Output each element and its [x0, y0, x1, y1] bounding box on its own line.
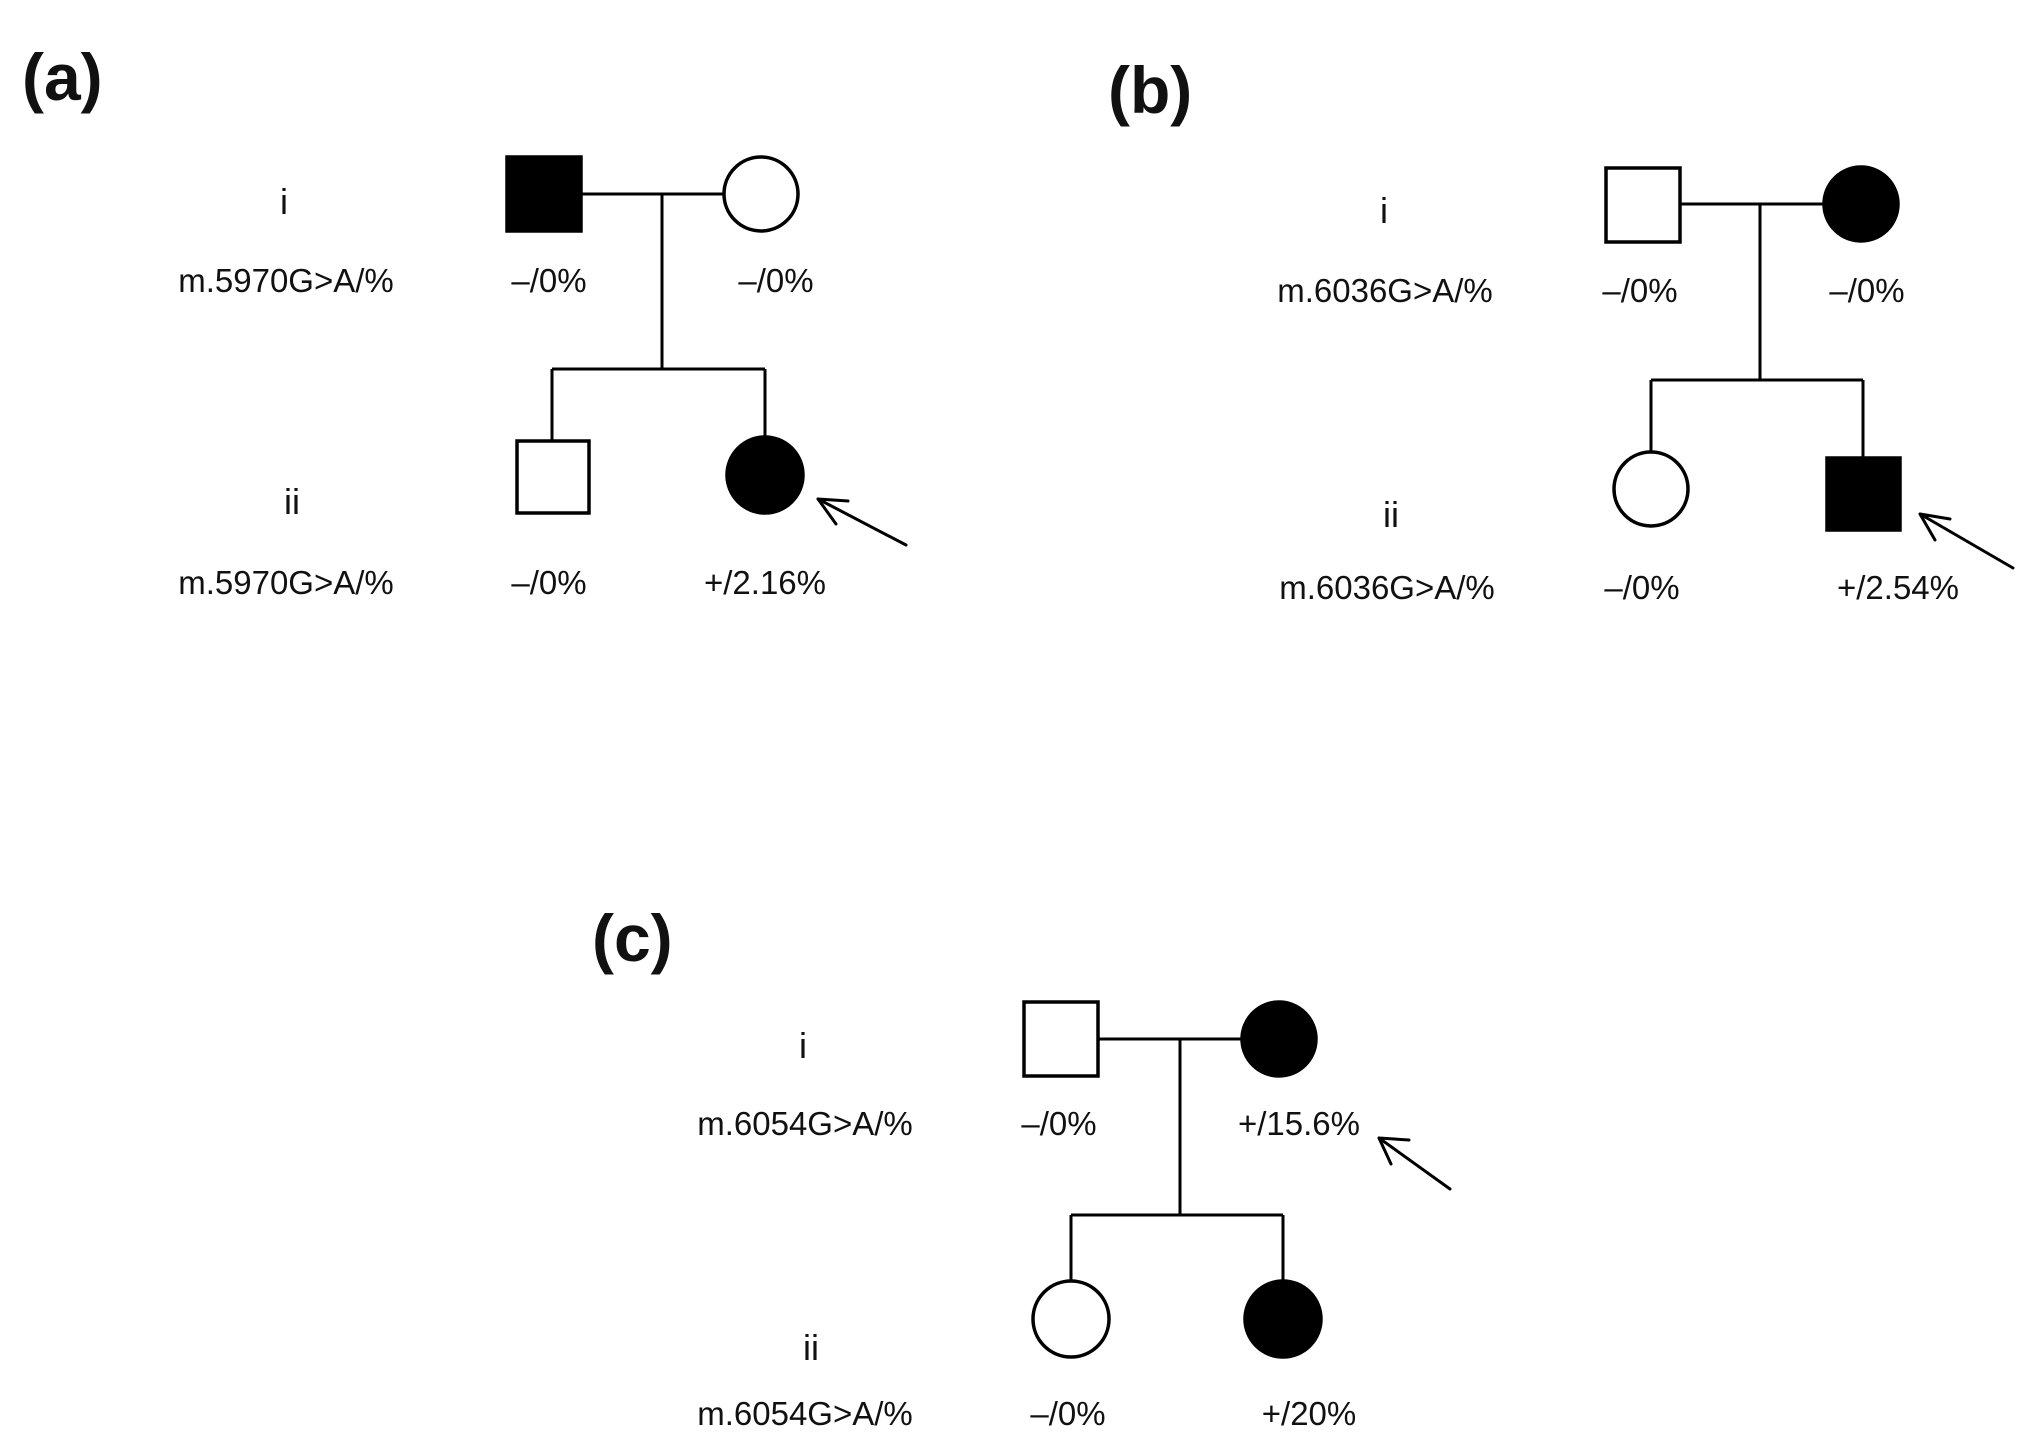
panel-b-proband-affected-male-symbol: [1825, 456, 1902, 532]
panel-b-proband-arrow: [1918, 512, 2015, 570]
panel-a-son-status: –/0%: [511, 564, 586, 601]
panel-a-variant-label-gen-i: m.5970G>A/%: [178, 262, 394, 299]
panel-a-father-status: –/0%: [511, 262, 586, 299]
panel-c-daughter-1-status: –/0%: [1030, 1395, 1105, 1432]
panel-b-variant-label-gen-ii: m.6036G>A/%: [1279, 569, 1495, 606]
panel-b-generation-i-label: i: [1380, 190, 1388, 231]
panel-c-proband-arrow: [1377, 1136, 1452, 1191]
panel-b-father-unaffected-male-symbol: [1604, 166, 1682, 244]
panel-b-daughter-unaffected-female-symbol: [1612, 450, 1690, 528]
panel-b-generation-ii-label: ii: [1383, 494, 1399, 535]
panel-c-variant-label-gen-i: m.6054G>A/%: [697, 1105, 913, 1142]
panel-c-daughter-1-unaffected-female-symbol: [1031, 1279, 1111, 1359]
panel-b-mother-affected-female-symbol: [1822, 165, 1900, 243]
panel-c-label: (c): [592, 901, 673, 975]
panel-a: (a) i m.5970G>A/% ii m.5970G>A/% –/0% –/…: [22, 40, 908, 601]
panel-a-mother-unaffected-female-symbol: [722, 155, 800, 233]
panel-a-label: (a): [22, 40, 103, 114]
panel-c-variant-label-gen-ii: m.6054G>A/%: [697, 1395, 913, 1432]
panel-c-proband-mother-affected-female-symbol: [1240, 1000, 1318, 1078]
panel-b-daughter-status: –/0%: [1604, 569, 1679, 606]
panel-a-proband-arrow: [816, 497, 908, 547]
panel-c-generation-i-label: i: [799, 1025, 807, 1066]
panel-a-proband-affected-female-symbol: [725, 435, 805, 515]
panel-a-generation-i-label: i: [280, 181, 288, 222]
panel-a-son-unaffected-male-symbol: [515, 439, 591, 515]
panel-c-generation-ii-label: ii: [803, 1327, 819, 1368]
panel-c-proband-status: +/15.6%: [1238, 1105, 1360, 1142]
panel-b-variant-label-gen-i: m.6036G>A/%: [1277, 272, 1493, 309]
panel-a-mother-status: –/0%: [738, 262, 813, 299]
panel-b-mother-status: –/0%: [1829, 272, 1904, 309]
panel-a-father-affected-male-symbol: [505, 155, 583, 233]
panel-c-daughter-2-status: +/20%: [1262, 1395, 1357, 1432]
panel-c-daughter-2-affected-female-symbol: [1243, 1279, 1323, 1359]
panel-c-father-unaffected-male-symbol: [1022, 1000, 1100, 1078]
panel-b-label: (b): [1108, 53, 1192, 127]
panel-a-variant-label-gen-ii: m.5970G>A/%: [178, 564, 394, 601]
panel-a-generation-ii-label: ii: [284, 481, 300, 522]
panel-b: (b) i m.6036G>A/% ii m.6036G>A/% –/0% –/…: [1108, 53, 2015, 606]
panel-a-proband-status: +/2.16%: [704, 564, 826, 601]
panel-c: (c) i m.6054G>A/% ii m.6054G>A/% –/0% +/…: [592, 901, 1452, 1432]
panel-b-proband-status: +/2.54%: [1837, 569, 1959, 606]
panel-c-father-status: –/0%: [1021, 1105, 1096, 1142]
panel-b-father-status: –/0%: [1602, 272, 1677, 309]
